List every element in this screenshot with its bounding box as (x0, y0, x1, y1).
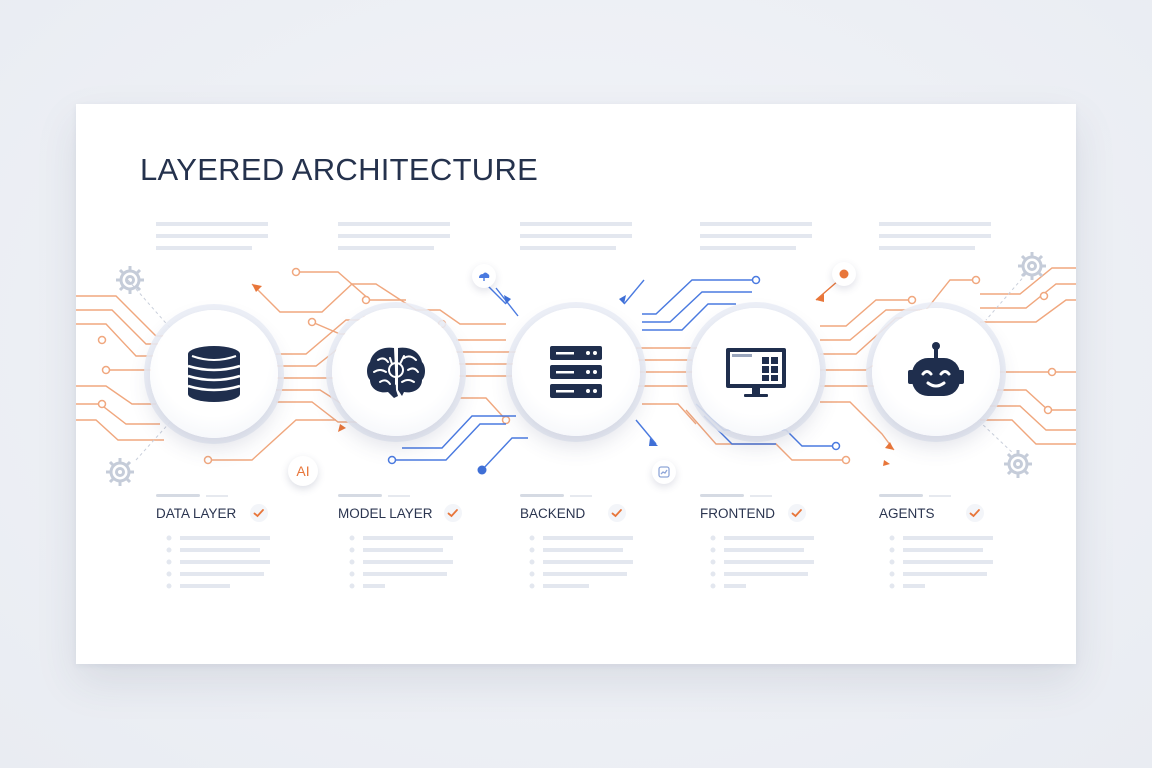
gear-icon (1018, 252, 1046, 280)
cloud-icon (472, 264, 496, 288)
monitor-icon (726, 348, 786, 397)
slide-canvas: LAYERED ARCHITECTURE (76, 104, 1076, 664)
check-icon (966, 504, 984, 522)
database-icon (187, 346, 241, 402)
server-icon (550, 346, 602, 398)
check-icon (608, 504, 626, 522)
layer-label-frontend: FRONTEND (700, 506, 775, 521)
chart-icon (652, 460, 676, 484)
layer-label-agents: AGENTS (879, 506, 935, 521)
robot-icon (908, 342, 964, 396)
layer-node-data (150, 310, 278, 438)
page-title: LAYERED ARCHITECTURE (140, 152, 539, 187)
dashed-guides (127, 273, 1027, 461)
blue-arrows (477, 295, 658, 475)
layer-label-data: DATA LAYER (156, 506, 237, 521)
placeholder-bullets (166, 535, 993, 589)
ai-badge: AI (288, 456, 318, 486)
gear-icon (116, 266, 144, 294)
check-icon (250, 504, 268, 522)
layer-label-model: MODEL LAYER (338, 506, 433, 521)
orange-arrows (252, 284, 904, 466)
layer-node-backend (512, 308, 640, 436)
check-icon (444, 504, 462, 522)
orange-node-marker (832, 262, 856, 286)
layer-label-backend: BACKEND (520, 506, 586, 521)
blue-circuit-traces (392, 279, 836, 471)
brain-icon (367, 347, 425, 398)
label-dividers (156, 494, 951, 497)
placeholder-lines-top (156, 222, 991, 250)
gear-icon (106, 458, 134, 486)
blue-trace-nodes (387, 275, 841, 465)
gear-icon (1004, 450, 1032, 478)
layer-node-model (332, 308, 460, 436)
layer-node-agents (872, 308, 1000, 436)
layer-node-frontend (692, 308, 820, 436)
check-icon (788, 504, 806, 522)
